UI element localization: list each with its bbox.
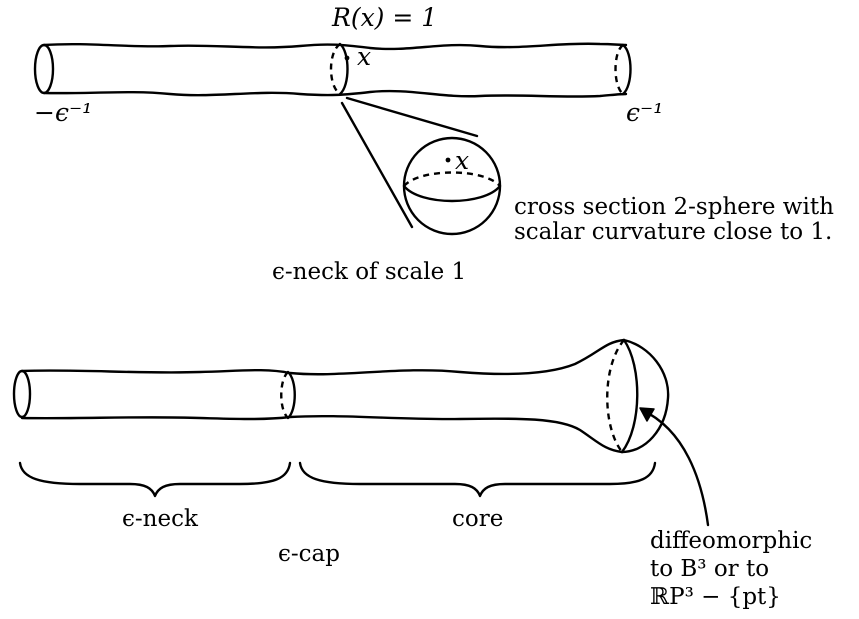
cross-section-sphere <box>402 136 502 236</box>
left-end-label: −ϵ⁻¹ <box>34 98 93 127</box>
tube-right-section-front <box>621 43 632 96</box>
sphere-equator-back <box>403 171 501 187</box>
cap-shape <box>12 338 670 454</box>
sphere-equator-front <box>402 184 502 203</box>
tube-bottom-edge <box>42 89 628 98</box>
cap-outer-bulge <box>620 338 670 454</box>
point-x-label: x <box>357 42 372 71</box>
sphere-point-dot <box>445 157 451 163</box>
cap-top-edge <box>20 338 626 376</box>
sphere-point-label: x <box>455 146 470 175</box>
neck-brace-label: ϵ-neck <box>122 506 198 532</box>
cap-neck-section-front <box>286 370 296 420</box>
tube-left-end <box>33 43 55 95</box>
cross-section-caption-line1: cross section 2-sphere with <box>514 194 834 220</box>
core-brace <box>298 461 657 498</box>
zoom-line-upper <box>345 96 479 138</box>
neck-brace <box>18 461 292 498</box>
tube-top-edge <box>42 42 628 51</box>
cap-inner-section-front <box>620 338 639 454</box>
neck-caption: ϵ-neck of scale 1 <box>272 259 467 285</box>
cap-inner-section-back <box>606 339 625 453</box>
diffeo-arrow-head <box>639 407 655 422</box>
cap-left-end <box>12 369 32 419</box>
core-brace-label: core <box>452 506 504 532</box>
tube-middle-section-back <box>329 43 341 95</box>
sphere-outline <box>402 136 502 236</box>
cap-label: ϵ-cap <box>278 541 340 567</box>
cap-bottom-edge <box>20 414 624 454</box>
diffeo-arrow-shaft <box>640 408 710 527</box>
point-x-dot <box>344 55 350 61</box>
zoom-line-lower <box>340 101 414 229</box>
neck-tube <box>33 42 632 98</box>
tube-right-section-back <box>614 44 624 95</box>
cross-section-caption-line2: scalar curvature close to 1. <box>514 219 833 245</box>
diffeo-caption-line1: diffeomorphic <box>650 528 813 554</box>
cap-neck-section-back <box>280 371 289 419</box>
diffeo-caption-line2: to B³ or to <box>650 556 770 582</box>
diffeo-caption-line3: ℝP³ − {pt} <box>650 584 781 610</box>
curvature-label: R(x) = 1 <box>332 3 438 32</box>
tube-middle-section-front <box>338 42 349 96</box>
right-end-label: ϵ⁻¹ <box>626 98 664 127</box>
